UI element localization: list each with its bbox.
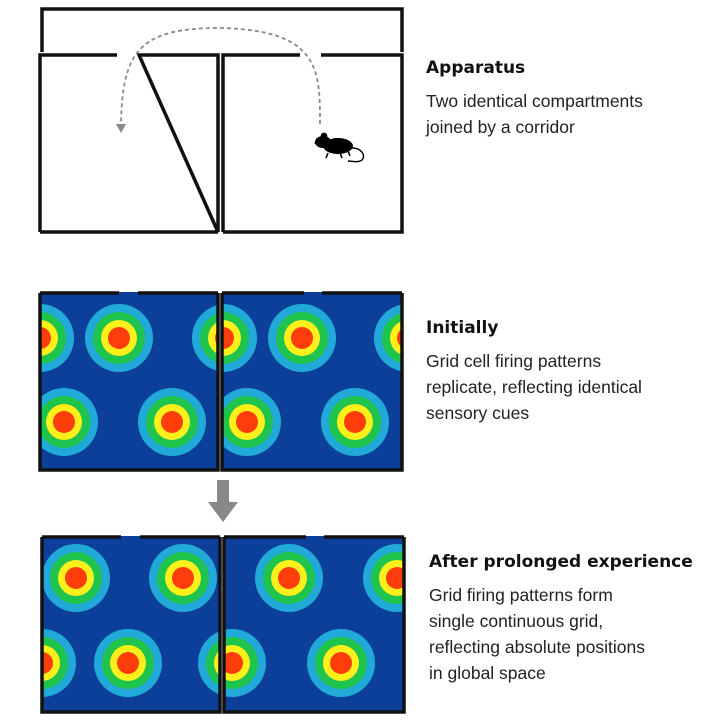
initially-description: Grid cell firing patterns replicate, ref…: [426, 348, 716, 426]
firing-field: [138, 388, 206, 456]
firing-field: [307, 629, 375, 697]
apparatus-description: Two identical compartments joined by a c…: [426, 88, 716, 140]
firing-field: [363, 544, 404, 612]
compartment-left: [38, 53, 220, 234]
down-arrow-icon: [208, 480, 238, 522]
grid-initially-diagram: [38, 291, 404, 472]
apparatus-diagram: [38, 7, 404, 234]
after-line-4: in global space: [429, 663, 546, 683]
after-description: Grid firing patterns form single continu…: [429, 582, 719, 686]
firing-field: [255, 544, 323, 612]
initially-line-1: Grid cell firing patterns: [426, 351, 602, 371]
initially-line-3: sensory cues: [426, 403, 530, 423]
firing-field: [268, 304, 336, 372]
apparatus-title: Apparatus: [426, 58, 526, 78]
firing-field: [94, 629, 162, 697]
initially-walls: [38, 291, 404, 472]
firing-field: [42, 544, 110, 612]
firing-field: [149, 544, 217, 612]
mouse-icon: [314, 132, 365, 163]
firing-field: [85, 304, 153, 372]
compartment-right: [221, 53, 404, 234]
after-caption: After prolonged experience Grid firing p…: [429, 552, 719, 686]
apparatus-caption: Apparatus Two identical compartments joi…: [426, 58, 716, 140]
after-title: After prolonged experience: [429, 552, 693, 572]
after-line-1: Grid firing patterns form: [429, 585, 613, 605]
initially-caption: Initially Grid cell firing patterns repl…: [426, 318, 716, 426]
apparatus-line-1: Two identical compartments: [426, 91, 643, 111]
after-line-2: single continuous grid,: [429, 611, 604, 631]
mouse-path: [120, 27, 321, 127]
corridor: [40, 7, 404, 52]
grid-after-diagram: [40, 535, 406, 714]
apparatus-line-2: joined by a corridor: [426, 117, 575, 137]
initially-title: Initially: [426, 318, 499, 338]
after-walls: [40, 535, 406, 714]
firing-field: [321, 388, 389, 456]
initially-line-2: replicate, reflecting identical: [426, 377, 642, 397]
after-line-3: reflecting absolute positions: [429, 637, 645, 657]
path-arrowhead: [116, 124, 126, 133]
